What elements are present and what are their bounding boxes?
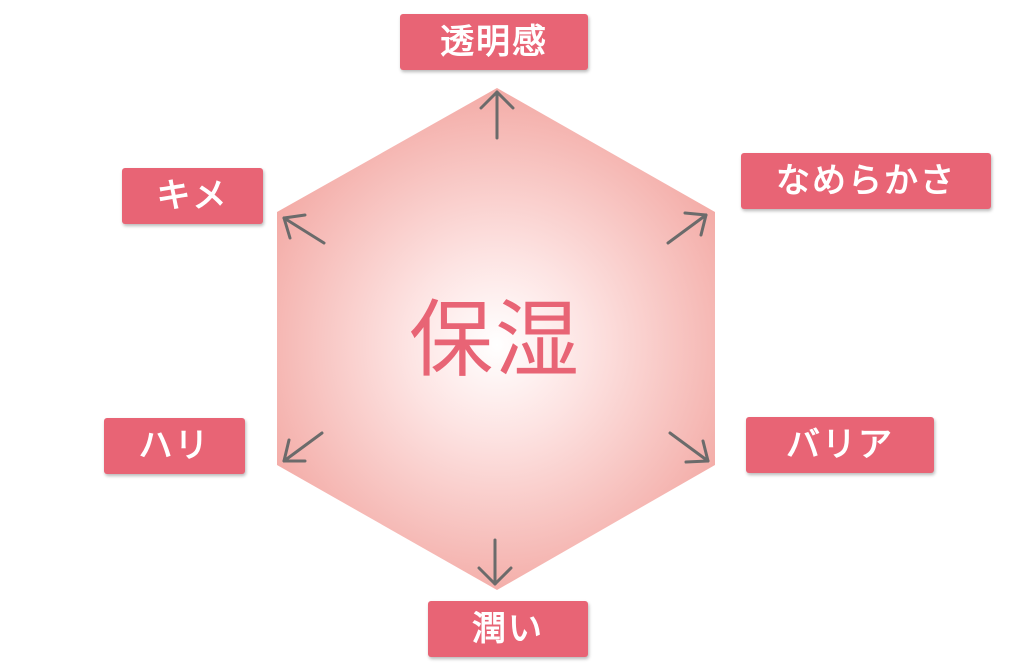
arrow-lower-left-icon [282, 431, 324, 463]
label-texture: キメ [122, 168, 263, 224]
center-label: 保湿 [408, 291, 581, 389]
label-firmness: ハリ [104, 418, 245, 474]
label-smoothness: なめらかさ [741, 153, 991, 209]
arrow-up-icon [479, 90, 515, 140]
arrow-upper-right-icon [666, 211, 708, 245]
center-hexagon [277, 88, 715, 590]
label-barrier: バリア [746, 417, 934, 473]
arrow-down-icon [477, 538, 513, 586]
label-moisture: 潤い [428, 601, 588, 657]
arrow-lower-right-icon [668, 431, 710, 464]
arrow-upper-left-icon [282, 213, 326, 245]
label-clarity: 透明感 [400, 14, 588, 70]
